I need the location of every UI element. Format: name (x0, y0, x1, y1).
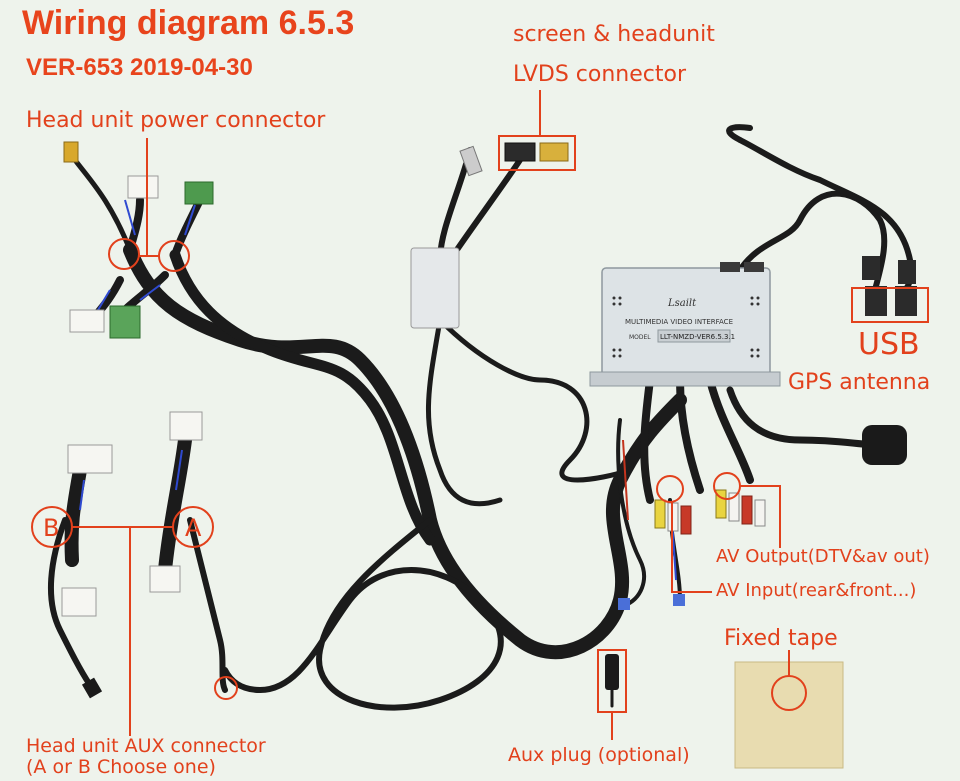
power-connector-white (127, 175, 159, 199)
usb-cable-1 (737, 190, 888, 293)
wire-red (616, 418, 646, 607)
av-output-marker (713, 472, 741, 500)
rca-bundle-2 (676, 376, 704, 494)
aux-cable-marker (214, 676, 238, 700)
aux-plug-label: Aux plug (optional) (508, 744, 690, 766)
rca-yellow-1 (654, 499, 666, 529)
rca-bundle-1 (640, 376, 654, 504)
av-output-label: AV Output(DTV&av out) (716, 546, 930, 567)
rca-red-1 (680, 505, 692, 535)
interface-module: Lsailt MULTIMEDIA VIDEO INTERFACE MODEL … (589, 262, 781, 387)
rca-yellow-2 (715, 489, 727, 519)
lvds-down (426, 317, 503, 507)
usb-marker-box (851, 287, 929, 323)
aux-cable-loop (257, 517, 504, 711)
lvds-label-line1: screen & headunit (513, 22, 715, 47)
aux-b-plug (81, 677, 103, 699)
aux-a-harness (158, 433, 192, 577)
aux-b-connector-top (67, 444, 113, 474)
page-subtitle: VER-653 2019-04-30 (26, 54, 253, 81)
lvds-marker-box (498, 135, 576, 171)
aux-b-connector-bottom (61, 587, 97, 617)
module-vent-dots (612, 296, 760, 358)
lvds-connector-a (459, 145, 483, 177)
av-input-label: AV Input(rear&front...) (716, 580, 917, 601)
module-brand: Lsailt (667, 298, 697, 309)
power-connector-white-2 (69, 309, 105, 333)
power-connector-green-2 (109, 305, 141, 339)
usb-connector-1 (865, 286, 887, 316)
module-line1: MULTIMEDIA VIDEO INTERFACE (625, 318, 733, 326)
blue-connector (618, 598, 630, 610)
aux-a-connector-bottom (149, 565, 181, 593)
fixed-tape-pad (734, 661, 844, 769)
av-input-leader (671, 502, 712, 593)
aux-cable-end (222, 667, 263, 693)
fixed-tape-label: Fixed tape (724, 626, 838, 651)
power-connector-label: Head unit power connector (26, 108, 326, 133)
gps-cable (726, 386, 884, 449)
harness-branch (169, 249, 436, 546)
lvds-label-line2: LVDS connector (513, 62, 686, 87)
wire-accents (79, 199, 677, 581)
rca-white-2 (728, 492, 740, 522)
aux-connector-label-line1: Head unit AUX connector (26, 735, 266, 757)
aux-b-harness (64, 463, 87, 567)
aux-b-wire (48, 517, 93, 688)
module-model: LLT-NMZD-VER6.5.3.1 (660, 333, 735, 341)
page-title: Wiring diagram 6.5.3 (22, 4, 355, 42)
power-marker-left (108, 238, 140, 270)
av-input-marker (656, 475, 684, 503)
lvds-loop (437, 317, 633, 483)
module-model-label: MODEL (629, 334, 651, 341)
lvds-splitter-box (410, 247, 460, 329)
lvds-connector-c (539, 142, 569, 162)
aux-connector-label-line2: (A or B Choose one) (26, 756, 216, 778)
av-output-leader (740, 485, 781, 548)
marker-a-label: A (185, 514, 202, 542)
power-plug-yellow (63, 141, 79, 163)
aux-plug-body (605, 654, 619, 690)
rca-red-2 (741, 495, 753, 525)
usb-label: USB (858, 327, 920, 362)
rca-bundle-3 (706, 376, 754, 484)
gps-label: GPS antenna (788, 370, 931, 395)
lvds-connector-b (504, 142, 536, 162)
usb-connector-2 (895, 286, 917, 316)
annotations (31, 90, 929, 740)
aux-a-wire (187, 517, 228, 693)
marker-b-label: B (43, 514, 59, 542)
connectors (61, 141, 917, 769)
aux-a-connector-top (169, 411, 203, 441)
gps-puck (862, 425, 907, 465)
power-connector-green (184, 181, 214, 205)
